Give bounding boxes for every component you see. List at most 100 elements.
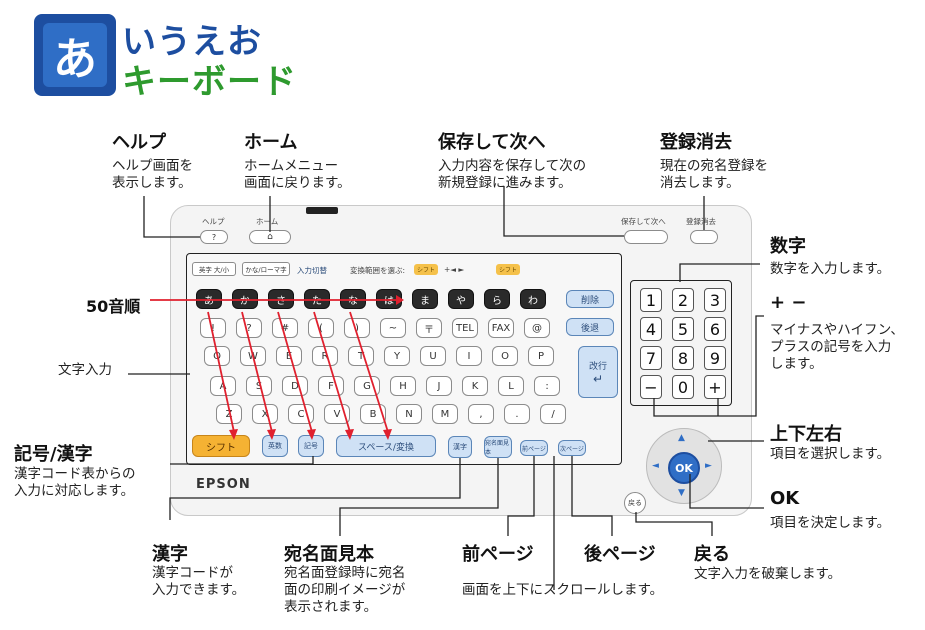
key-row3-8[interactable]: O [492, 346, 518, 366]
next-page-key[interactable]: 次ページ [558, 440, 586, 456]
key-row1-0[interactable]: あ [196, 289, 222, 309]
key-row1-1[interactable]: か [232, 289, 258, 309]
numpad-key-3[interactable]: 4 [640, 317, 662, 341]
key-row1-6[interactable]: ま [412, 289, 438, 309]
numpad-key-4[interactable]: 5 [672, 317, 694, 341]
key-row2-7[interactable]: TEL [452, 318, 478, 338]
dpad-desc: 項目を選択します。 [770, 446, 891, 462]
key-row3-1[interactable]: W [240, 346, 266, 366]
numpad-key-10[interactable]: 0 [672, 375, 694, 399]
delete-key[interactable]: 削除 [566, 290, 614, 308]
key-row4-0[interactable]: A [210, 376, 236, 396]
key-row4-7[interactable]: K [462, 376, 488, 396]
ok-button[interactable]: OK [668, 452, 700, 484]
key-row2-3[interactable]: ( [308, 318, 334, 338]
key-row1-2[interactable]: さ [268, 289, 294, 309]
symbol-kanji-desc-2: 入力に対応します。 [14, 483, 135, 499]
key-row5-1[interactable]: X [252, 404, 278, 424]
key-row5-8[interactable]: . [504, 404, 530, 424]
range-arrows-label: +◄ ► [444, 265, 465, 274]
key-row2-2[interactable]: # [272, 318, 298, 338]
delete-reg-button[interactable] [690, 230, 718, 244]
key-row4-1[interactable]: S [246, 376, 272, 396]
up-arrow-icon[interactable]: ▲ [678, 433, 685, 443]
key-row3-3[interactable]: R [312, 346, 338, 366]
dpad-title: 上下左右 [770, 424, 842, 445]
key-row5-5[interactable]: N [396, 404, 422, 424]
prev-page-key[interactable]: 前ページ [520, 440, 548, 456]
input-switch-label: 入力切替 [297, 266, 327, 275]
symbol-key[interactable]: 記号 [298, 435, 324, 457]
key-row2-8[interactable]: FAX [488, 318, 514, 338]
key-row4-3[interactable]: F [318, 376, 344, 396]
plus-minus-desc-2: プラスの記号を入力 [770, 339, 892, 355]
key-row2-9[interactable]: @ [524, 318, 550, 338]
back-button[interactable]: 戻る [624, 492, 646, 514]
enter-key[interactable]: 改行 ↵ [578, 346, 618, 398]
down-arrow-icon[interactable]: ▼ [678, 488, 685, 498]
key-row1-7[interactable]: や [448, 289, 474, 309]
key-row1-9[interactable]: わ [520, 289, 546, 309]
key-row5-7[interactable]: , [468, 404, 494, 424]
numpad-key-2[interactable]: 3 [704, 288, 726, 312]
shift-key[interactable]: シフト [192, 435, 250, 457]
key-row5-2[interactable]: C [288, 404, 314, 424]
key-row3-4[interactable]: T [348, 346, 374, 366]
alphanumeric-key[interactable]: 英数 [262, 435, 288, 457]
save-next-button[interactable] [624, 230, 668, 244]
kanji-key[interactable]: 漢字 [448, 436, 472, 458]
key-row4-6[interactable]: J [426, 376, 452, 396]
delete-reg-title: 登録消去 [660, 132, 732, 153]
key-row2-1[interactable]: ? [236, 318, 262, 338]
numpad-key-7[interactable]: 8 [672, 346, 694, 370]
left-arrow-icon[interactable]: ◄ [652, 461, 659, 471]
enter-key-label: 改行 [588, 361, 607, 372]
key-row5-4[interactable]: B [360, 404, 386, 424]
key-row3-5[interactable]: Y [384, 346, 410, 366]
kana-romaji-key[interactable]: かな/ローマ字 [242, 262, 290, 276]
key-row1-4[interactable]: な [340, 289, 366, 309]
numbers-desc: 数字を入力します。 [770, 261, 891, 277]
key-row2-6[interactable]: 〒 [416, 318, 442, 338]
key-row5-9[interactable]: / [540, 404, 566, 424]
prev-page-title: 前ページ [462, 544, 534, 565]
logo-title-line2: キーボード [122, 62, 297, 102]
key-row4-8[interactable]: L [498, 376, 524, 396]
key-row2-0[interactable]: ! [200, 318, 226, 338]
key-row4-9[interactable]: : [534, 376, 560, 396]
key-row3-7[interactable]: I [456, 346, 482, 366]
numpad-key-1[interactable]: 2 [672, 288, 694, 312]
key-row1-8[interactable]: ら [484, 289, 510, 309]
key-row3-9[interactable]: P [528, 346, 554, 366]
address-sample-key[interactable]: 宛名面見本 [484, 436, 512, 458]
key-row4-4[interactable]: G [354, 376, 380, 396]
plus-minus-title: + − [770, 292, 807, 313]
numpad-key-11[interactable]: + [704, 375, 726, 399]
address-sample-title: 宛名面見本 [284, 544, 374, 565]
key-row5-0[interactable]: Z [216, 404, 242, 424]
numpad-key-8[interactable]: 9 [704, 346, 726, 370]
right-arrow-icon[interactable]: ► [705, 461, 712, 471]
help-button[interactable]: ? [200, 230, 228, 244]
key-row2-5[interactable]: ~ [380, 318, 406, 338]
key-row3-2[interactable]: E [276, 346, 302, 366]
home-button[interactable]: ⌂ [249, 230, 291, 244]
key-row3-0[interactable]: Q [204, 346, 230, 366]
key-row1-3[interactable]: た [304, 289, 330, 309]
key-row4-5[interactable]: H [390, 376, 416, 396]
numpad-key-0[interactable]: 1 [640, 288, 662, 312]
key-row2-4[interactable]: ) [344, 318, 370, 338]
backspace-key[interactable]: 後退 [566, 318, 614, 336]
key-row1-5[interactable]: は [376, 289, 402, 309]
key-row5-3[interactable]: V [324, 404, 350, 424]
numpad-key-6[interactable]: 7 [640, 346, 662, 370]
key-row5-6[interactable]: M [432, 404, 458, 424]
space-convert-key[interactable]: スペース/変換 [336, 435, 436, 457]
gojuon-title: 50音順 [86, 297, 141, 316]
plus-minus-desc-1: マイナスやハイフン、 [770, 322, 904, 338]
key-row3-6[interactable]: U [420, 346, 446, 366]
numpad-key-5[interactable]: 6 [704, 317, 726, 341]
key-row4-2[interactable]: D [282, 376, 308, 396]
alpha-case-key[interactable]: 英字 大/小 [192, 262, 236, 276]
numpad-key-9[interactable]: − [640, 375, 662, 399]
